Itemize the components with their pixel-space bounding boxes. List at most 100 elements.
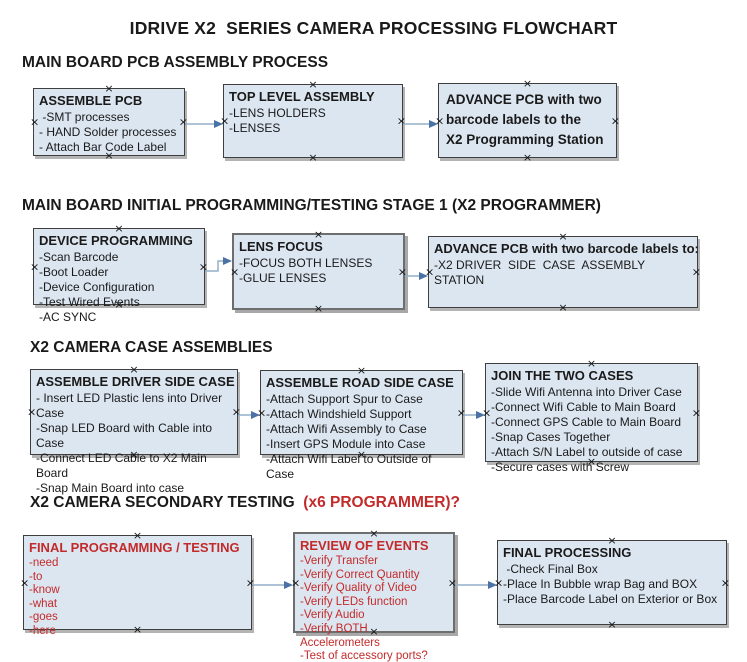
arrow-device-programming-to-lens-focus <box>205 256 233 279</box>
connection-point-marker: × <box>30 115 40 129</box>
flow-box-top-level-assembly: TOP LEVEL ASSEMBLY -LENS HOLDERS-LENSES … <box>220 79 406 163</box>
box-item: -Test Wired Events <box>39 295 140 309</box>
connection-point-marker: × <box>522 151 533 164</box>
box-item: -Verify Transfer <box>300 555 378 567</box>
flow-box-join-the-two-cases: JOIN THE TWO CASES -Slide Wifi Antenna i… <box>482 358 701 474</box>
connection-point-marker: × <box>720 576 730 589</box>
box-item: -Snap LED Board with Cable into Case <box>36 421 216 450</box>
box-item: -Check Final Box <box>503 562 598 576</box>
connection-point-marker: × <box>610 114 620 127</box>
connection-point-marker: × <box>691 406 701 419</box>
elbow-right-arrow-icon <box>205 257 232 272</box>
box-item: -Verify BOTH Accelerometers <box>300 622 380 649</box>
box-item: -Boot Loader <box>39 265 109 279</box>
box-title: REVIEW OF EVENTS <box>300 538 429 553</box>
connection-point-marker: × <box>30 260 40 273</box>
box-item: -here <box>29 624 56 637</box>
connection-point-marker: × <box>691 265 701 279</box>
connection-point-marker: × <box>313 302 324 315</box>
box-item-list: -FOCUS BOTH LENSES-GLUE LENSES <box>239 256 398 286</box>
arrow-driver-case-to-road-case <box>238 407 260 425</box>
box-item: -Place Barcode Label on Exterior or Box <box>503 592 718 606</box>
box-title: ADVANCE PCB with two barcode labels to: <box>434 241 699 256</box>
right-arrow-icon <box>405 272 428 280</box>
box-item: -Connect LED Cable to X2 Main Board <box>36 451 211 480</box>
box-item-list: -Slide Wifi Antenna into Driver Case-Con… <box>491 385 692 475</box>
box-item: -GLUE LENSES <box>239 271 327 285</box>
box-item-list: -Check Final Box-Place In Bubble wrap Ba… <box>503 562 721 607</box>
box-item-list: -need-to-know-what-goes-here <box>29 557 246 639</box>
box-item: -Attach S/N Label to outside of case <box>491 445 683 459</box>
box-item: -AC SYNC <box>39 310 97 324</box>
box-item: -Verify LEDs function <box>300 595 408 608</box>
box-item: -to <box>29 570 43 583</box>
box-item: -X2 DRIVER SIDE CASE ASSEMBLY STATION <box>434 258 649 287</box>
section-heading-case-assemblies: X2 CAMERA CASE ASSEMBLIES <box>30 339 273 356</box>
box-item-list: -Verify Transfer-Verify Correct Quantity… <box>300 555 448 662</box>
box-item: -Test of accessory ports? <box>300 650 428 662</box>
box-item: -what <box>29 597 58 610</box>
flow-box-lens-focus: LENS FOCUS -FOCUS BOTH LENSES-GLUE LENSE… <box>230 229 407 314</box>
right-arrow-icon <box>463 411 485 419</box>
flow-box-assemble-pcb: ASSEMBLE PCB -SMT processes- HAND Solder… <box>30 83 188 161</box>
page-title: IDRIVE X2 SERIES CAMERA PROCESSING FLOWC… <box>129 18 618 38</box>
box-title: DEVICE PROGRAMMING <box>39 233 193 248</box>
box-item-list: -Scan Barcode-Boot Loader-Device Configu… <box>39 250 199 325</box>
box-title: FINAL PROGRAMMING / TESTING <box>29 540 240 555</box>
right-arrow-icon <box>252 581 293 589</box>
box-title: ASSEMBLE PCB <box>39 93 143 108</box>
box-item: -Connect GPS Cable to Main Board <box>491 415 682 429</box>
box-title: ASSEMBLE ROAD SIDE CASE <box>266 375 454 390</box>
box-item: -Snap Main Board into case <box>36 481 185 495</box>
arrow-assemble-pcb-to-top-level <box>185 116 223 134</box>
flow-box-assemble-driver-side-case: ASSEMBLE DRIVER SIDE CASE - Insert LED P… <box>27 364 241 495</box>
box-item-list: -LENS HOLDERS-LENSES <box>229 106 397 136</box>
box-item: -Insert GPS Module into Case <box>266 437 426 451</box>
flow-box-assemble-road-side-case: ASSEMBLE ROAD SIDE CASE -Attach Support … <box>257 365 466 481</box>
flow-box-final-processing: FINAL PROCESSING -Check Final Box-Place … <box>494 535 730 630</box>
box-item: -goes <box>29 611 58 624</box>
arrow-final-programming-to-review <box>252 577 293 595</box>
right-arrow-icon <box>403 120 438 128</box>
box-item: -know <box>29 584 60 597</box>
box-item-list: -SMT processes- HAND Solder processes- A… <box>39 110 179 155</box>
arrow-lens-focus-to-advance-pcb <box>405 268 428 286</box>
box-item: -Verify Quality of Video <box>300 582 417 595</box>
box-item: - Attach Bar Code Label <box>39 140 167 154</box>
box-item: -Attach Wifi Label to Outside of Case <box>266 452 435 481</box>
section-heading-secondary-testing: X2 CAMERA SECONDARY TESTING (x6 PROGRAMM… <box>30 494 460 512</box>
box-title: LENS FOCUS <box>239 239 323 254</box>
box-item: -need <box>29 557 59 569</box>
section-heading-pcb-assembly: MAIN BOARD PCB ASSEMBLY PROCESS <box>22 54 329 71</box>
flow-box-advance-pcb-driver-station: ADVANCE PCB with two barcode labels to: … <box>425 231 701 313</box>
connection-point-marker: × <box>27 405 37 419</box>
flow-box-final-programming-testing: FINAL PROGRAMMING / TESTING -need-to-kno… <box>20 530 255 637</box>
arrow-review-to-final-processing <box>455 577 497 595</box>
box-item: -Device Configuration <box>39 280 155 294</box>
arrow-top-level-to-advance-pcb <box>403 116 438 134</box>
box-item: -Place In Bubble wrap Bag and BOX <box>503 577 698 591</box>
box-item: -LENS HOLDERS <box>229 106 326 120</box>
connection-point-marker: × <box>20 576 30 589</box>
box-item: -Scan Barcode <box>39 250 119 264</box>
section-heading-initial-programming: MAIN BOARD INITIAL PROGRAMMING/TESTING S… <box>22 197 601 214</box>
box-item: - Insert LED Plastic lens into Driver Ca… <box>36 391 226 420</box>
flow-box-device-programming: DEVICE PROGRAMMING -Scan Barcode-Boot Lo… <box>30 223 208 324</box>
box-title: TOP LEVEL ASSEMBLY <box>229 89 375 104</box>
box-item: -FOCUS BOTH LENSES <box>239 256 373 270</box>
box-item-list: -Attach Support Spur to Case-Attach Wind… <box>266 392 457 482</box>
box-item: - HAND Solder processes <box>39 125 177 139</box>
right-arrow-icon <box>238 411 260 419</box>
box-title: JOIN THE TWO CASES <box>491 368 634 383</box>
box-item: -Connect Wifi Cable to Main Board <box>491 400 676 414</box>
box-item: -Attach Support Spur to Case <box>266 392 423 406</box>
box-item: -LENSES <box>229 121 281 135</box>
connection-point-marker: × <box>607 618 617 631</box>
connection-point-marker: × <box>308 151 318 164</box>
box-item: -Verify Correct Quantity <box>300 568 420 581</box>
box-text: ADVANCE PCB with two barcode labels to t… <box>446 92 604 147</box>
right-arrow-icon <box>455 581 497 589</box>
box-item: -Secure cases with Screw <box>491 460 630 474</box>
flow-box-advance-pcb-programming-station: ADVANCE PCB with two barcode labels to t… <box>435 78 620 163</box>
